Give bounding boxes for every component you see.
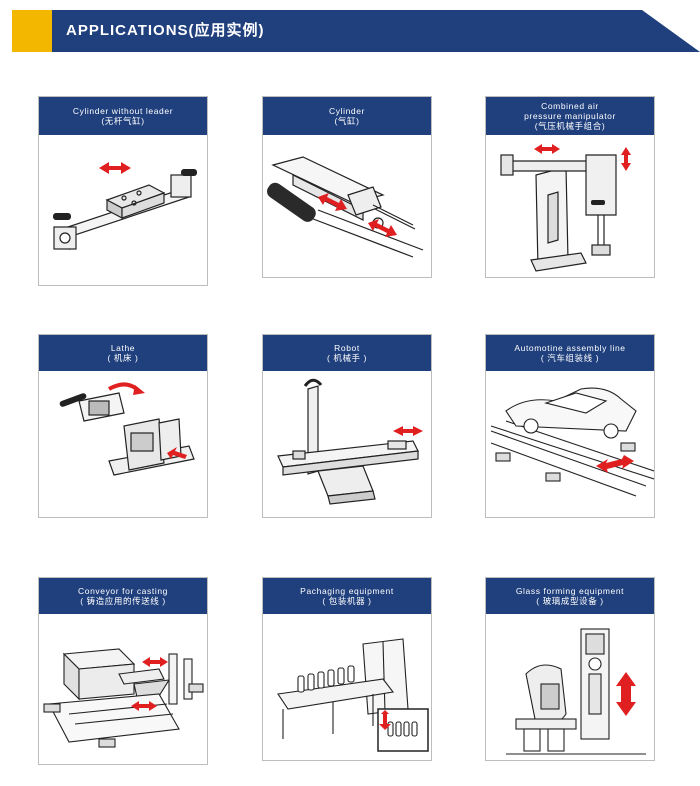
card-caption: Pachaging equipment ( 包装机器 )	[263, 578, 431, 614]
card-caption: Robot ( 机械手 )	[263, 335, 431, 371]
card-lathe: Lathe ( 机床 )	[38, 334, 208, 518]
card-glass-forming-equipment: Glass forming equipment ( 玻璃成型设备 )	[485, 577, 655, 761]
caption-en: Pachaging equipment	[300, 586, 394, 596]
illustration-cylinder	[263, 135, 431, 277]
illustration-conveyor	[39, 614, 207, 764]
card-cylinder-without-leader: Cylinder without leader (无杆气缸)	[38, 96, 208, 286]
card-cylinder: Cylinder (气缸)	[262, 96, 432, 278]
card-caption: Automotine assembly line ( 汽车组装线 )	[486, 335, 654, 371]
card-conveyor-for-casting: Conveyor for casting ( 铸造应用的传送线 )	[38, 577, 208, 765]
caption-en: Lathe	[110, 343, 136, 353]
illustration-rodless-cylinder	[39, 135, 207, 285]
caption-cn: ( 铸造应用的传送线 )	[80, 596, 166, 606]
card-caption: Lathe ( 机床 )	[39, 335, 207, 371]
illustration-lathe	[39, 371, 207, 517]
caption-cn: ( 包装机器 )	[322, 596, 372, 606]
caption-cn: ( 玻璃成型设备 )	[536, 596, 604, 606]
illustration-robot	[263, 371, 431, 517]
section-title: APPLICATIONS(应用实例)	[66, 22, 265, 39]
caption-cn: (气缸)	[334, 116, 360, 126]
header-accent-block	[12, 10, 52, 52]
caption-en: Cylinder	[329, 106, 365, 116]
caption-cn: ( 汽车组装线 )	[540, 353, 600, 363]
caption-cn: (气压机械手组合)	[534, 121, 606, 131]
caption-en: Combined air	[541, 101, 599, 111]
caption-en: Robot	[334, 343, 360, 353]
card-caption: Conveyor for casting ( 铸造应用的传送线 )	[39, 578, 207, 614]
card-combined-air-manipulator: Combined air pressure manipulator (气压机械手…	[485, 96, 655, 278]
illustration-manipulator	[486, 135, 654, 277]
caption-cn: (无杆气缸)	[101, 116, 145, 126]
caption-en: Automotine assembly line	[514, 343, 626, 353]
section-header: APPLICATIONS(应用实例)	[0, 10, 700, 52]
illustration-car-assembly	[486, 371, 654, 517]
card-caption: Cylinder (气缸)	[263, 97, 431, 135]
card-caption: Combined air pressure manipulator (气压机械手…	[486, 97, 654, 135]
caption-en: Glass forming equipment	[515, 586, 625, 596]
card-packaging-equipment: Pachaging equipment ( 包装机器 )	[262, 577, 432, 761]
caption-en: Cylinder without leader	[72, 106, 174, 116]
illustration-packaging	[263, 614, 431, 760]
card-automotive-assembly-line: Automotine assembly line ( 汽车组装线 )	[485, 334, 655, 518]
caption-en-line2: pressure manipulator	[524, 111, 616, 121]
card-caption: Glass forming equipment ( 玻璃成型设备 )	[486, 578, 654, 614]
caption-en: Conveyor for casting	[78, 586, 168, 596]
header-bar	[52, 10, 700, 52]
card-caption: Cylinder without leader (无杆气缸)	[39, 97, 207, 135]
caption-cn: ( 机械手 )	[326, 353, 368, 363]
caption-cn: ( 机床 )	[107, 353, 139, 363]
card-robot: Robot ( 机械手 )	[262, 334, 432, 518]
illustration-glass-forming	[486, 614, 654, 760]
